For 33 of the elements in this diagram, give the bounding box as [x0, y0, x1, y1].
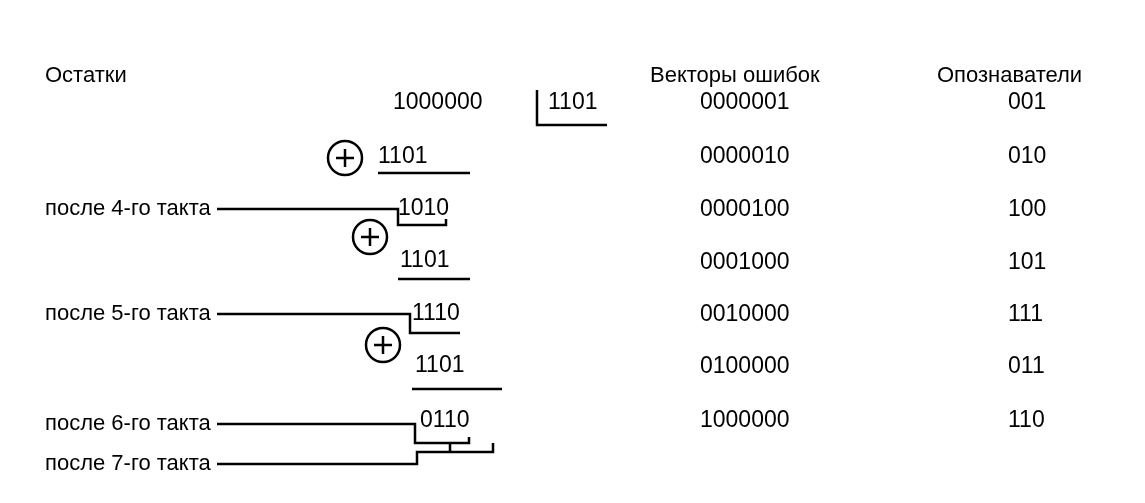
error-vector-cell: 0001000	[700, 248, 790, 274]
column-heading: Опознаватели	[937, 62, 1083, 88]
remainder-number: 0110	[420, 406, 470, 432]
syndrome-cell: 110	[1008, 406, 1045, 432]
syndrome-cell: 001	[1008, 88, 1047, 114]
error-vector-cell: 0000100	[700, 195, 790, 221]
syndrome-cell: 111	[1008, 300, 1043, 326]
step-label: после 6-го такта	[45, 410, 211, 436]
syndrome-cell: 011	[1008, 352, 1045, 378]
error-vector-cell: 0000010	[700, 142, 790, 168]
subtrahend-number: 1101	[400, 246, 450, 272]
column-heading: Векторы ошибок	[650, 62, 820, 88]
dividend-number: 1000000	[393, 88, 483, 114]
syndrome-cell: 100	[1008, 195, 1047, 221]
step-label: после 5-го такта	[45, 300, 211, 326]
leader-line	[217, 312, 460, 335]
error-vector-cell: 0100000	[700, 352, 790, 378]
error-vector-cell: 1000000	[700, 406, 790, 432]
remainder-number: 1110	[412, 299, 460, 325]
step-label: после 4-го такта	[45, 195, 211, 221]
column-heading: Остатки	[45, 62, 127, 88]
step-label: после 7-го такта	[45, 450, 211, 476]
subtrahend-number: 1101	[415, 351, 465, 377]
error-vector-cell: 0000001	[700, 88, 790, 114]
error-vector-cell: 0010000	[700, 300, 790, 326]
leader-line	[217, 207, 448, 227]
subtrahend-number: 1101	[378, 142, 428, 168]
leader-line	[217, 441, 495, 466]
syndrome-cell: 010	[1008, 142, 1047, 168]
remainder-number: 1010	[398, 194, 450, 220]
divisor-number: 1101	[548, 88, 598, 114]
syndrome-cell: 101	[1008, 248, 1047, 274]
leader-line	[217, 422, 471, 445]
